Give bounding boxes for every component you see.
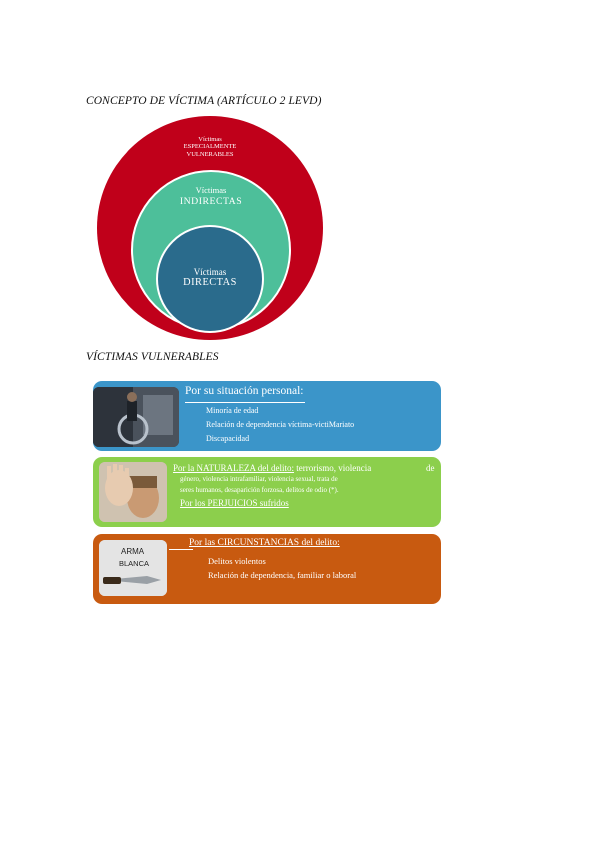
middle-label-line2: INDIRECTAS (179, 195, 243, 207)
naturaleza-line-2: género, violencia intrafamiliar, violenc… (180, 475, 338, 483)
personal-item-1: Minoría de edad (206, 406, 259, 415)
concept-heading: CONCEPTO DE VÍCTIMA (ARTÍCULO 2 LEVD) (86, 95, 322, 107)
outer-label-line1: Víctimas (198, 136, 222, 143)
middle-label-line1: Víctimas (195, 185, 227, 195)
circunstancias-item-1: Delitos violentos (208, 556, 266, 566)
personal-rule (185, 402, 305, 403)
personal-item-2: Relación de dependencia víctima-victiMar… (206, 420, 355, 429)
naturaleza-line-3: seres humanos, desaparición forzosa, del… (180, 486, 339, 494)
wheelchair-photo (93, 387, 179, 447)
arma-blanca-photo: ARMA BLANCA (99, 540, 167, 596)
personal-title: Por su situación personal: (185, 385, 304, 397)
outer-label-line3: VULNERABLES (186, 150, 234, 158)
middle-label: Víctimas INDIRECTAS (133, 185, 289, 207)
child-hand-photo (99, 462, 167, 522)
circunstancias-item-2: Relación de dependencia, familiar o labo… (208, 570, 357, 580)
inner-label: Víctimas DIRECTAS (158, 267, 262, 289)
outer-label-line2: ESPECIALMENTE (183, 143, 237, 151)
naturaleza-line1-end: de (426, 463, 435, 473)
inner-label-line2: DIRECTAS (183, 277, 237, 289)
circunstancias-title: Por las CIRCUNSTANCIAS del delito: (189, 538, 340, 548)
naturaleza-line1-rest: terrorismo, violencia (294, 463, 372, 473)
arma-text: ARMA (121, 547, 145, 556)
panel-situacion-personal: Por su situación personal: Minoría de ed… (93, 381, 441, 451)
perjuicios-label: Por los PERJUICIOS sufridos (180, 498, 289, 508)
blanca-text: BLANCA (119, 559, 149, 568)
panel-naturaleza: Por la NATURALEZA del delito: terrorismo… (93, 457, 441, 527)
circunstancias-rule (169, 549, 193, 550)
vulnerable-heading: VÍCTIMAS VULNERABLES (86, 351, 219, 363)
panel-circunstancias: ARMA BLANCA Por las CIRCUNSTANCIAS del d… (93, 534, 441, 604)
naturaleza-label: Por la NATURALEZA del delito: (173, 463, 294, 473)
personal-item-3: Discapacidad (206, 434, 250, 443)
inner-label-line1: Víctimas (193, 267, 227, 277)
outer-label: Víctimas ESPECIALMENTE VULNERABLES (97, 136, 323, 158)
naturaleza-line-1: Por la NATURALEZA del delito: terrorismo… (173, 463, 371, 473)
circle-directas: Víctimas DIRECTAS (156, 225, 264, 333)
